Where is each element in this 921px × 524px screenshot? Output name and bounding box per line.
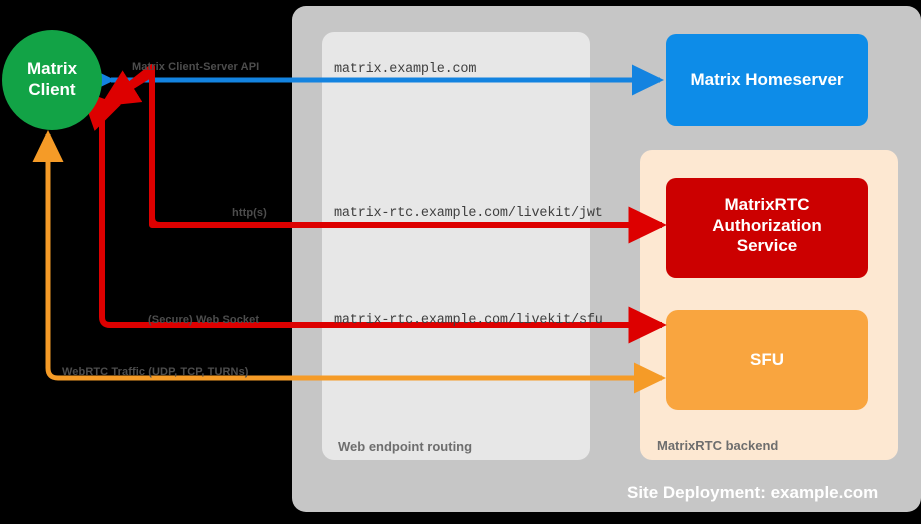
matrix-client-label-line1: Matrix xyxy=(26,59,78,79)
matrix-homeserver-label: Matrix Homeserver xyxy=(690,70,844,89)
label-websocket: (Secure) Web Socket xyxy=(148,314,260,326)
matrix-client-circle[interactable] xyxy=(2,30,102,130)
matrixrtc-authorization-service-label: MatrixRTC Authorization Service xyxy=(666,195,868,257)
matrix-homeserver-box[interactable] xyxy=(666,34,868,126)
matrixrtc-authorization-service-box[interactable] xyxy=(666,178,868,278)
auth-service-line1: MatrixRTC xyxy=(724,195,810,214)
web-endpoint-routing-label: Web endpoint routing xyxy=(338,439,473,454)
connector-https-path xyxy=(99,70,660,228)
label-https: http(s) xyxy=(232,207,267,219)
matrix-client-label-line2: Client xyxy=(28,80,76,99)
web-endpoint-routing-group xyxy=(322,32,590,460)
connector-webrtc-path xyxy=(32,129,660,381)
connector-websocket-path xyxy=(80,90,660,328)
label-webrtc-traffic: WebRTC Traffic (UDP, TCP, TURNs) xyxy=(62,366,249,378)
endpoint-livekit-sfu: matrix-rtc.example.com/livekit/sfu xyxy=(334,313,603,328)
site-deployment-label: Site Deployment: example.com xyxy=(627,483,879,502)
endpoint-livekit-jwt: matrix-rtc.example.com/livekit/jwt xyxy=(334,206,603,221)
auth-service-line3: Service xyxy=(736,236,798,256)
matrixrtc-backend-label: MatrixRTC backend xyxy=(657,438,779,453)
auth-service-line2: Authorization xyxy=(712,215,822,235)
sfu-label: SFU xyxy=(750,350,784,369)
endpoint-matrix-example-com: matrix.example.com xyxy=(334,62,477,77)
label-client-server-api: Matrix Client-Server API xyxy=(132,61,260,73)
matrix-client-node[interactable]: Matrix Client xyxy=(2,30,102,130)
sfu-box[interactable] xyxy=(666,310,868,410)
